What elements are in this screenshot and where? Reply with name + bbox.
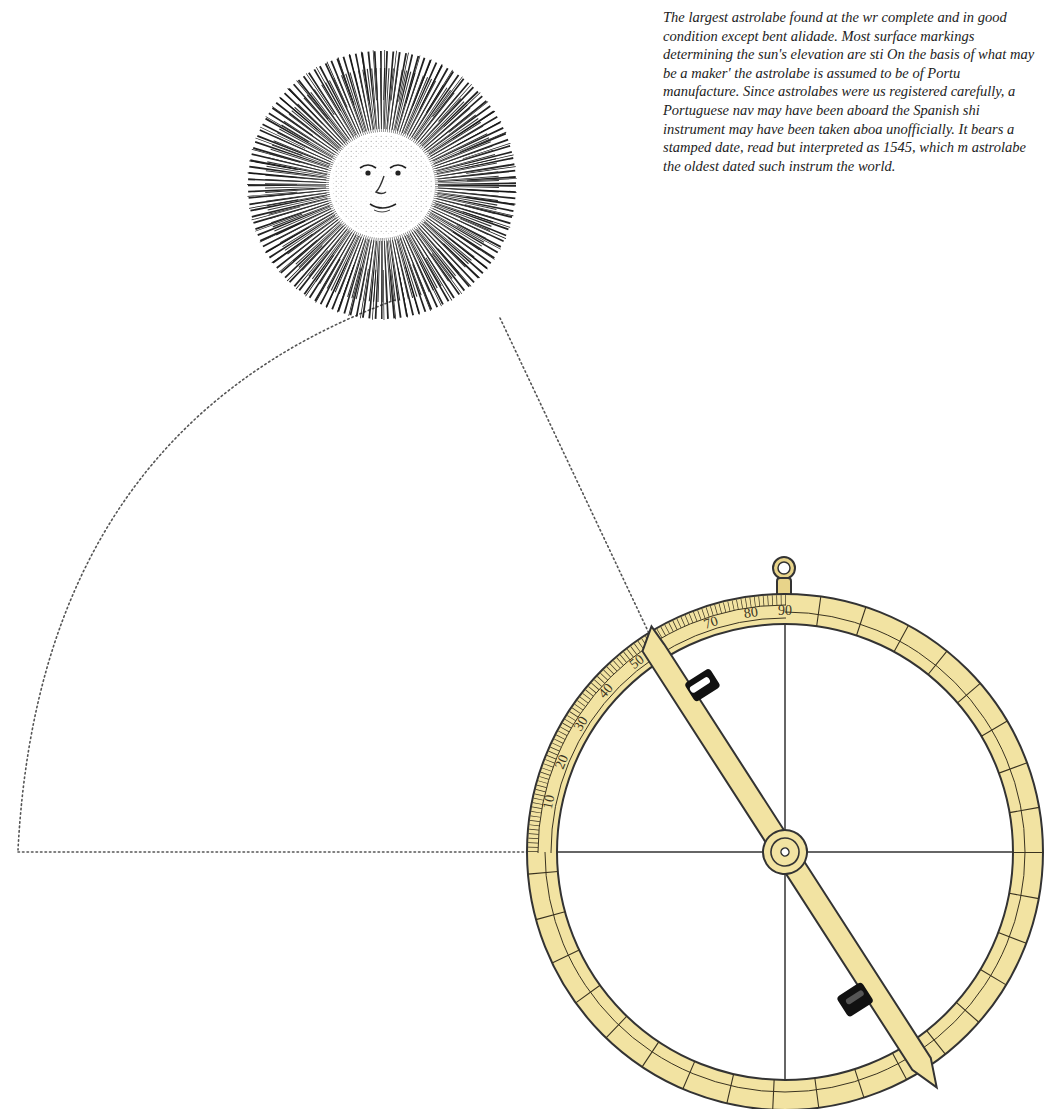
caption-text: The largest astrolabe found at the wr co… [663,8,1038,175]
astrolabe-ring [527,594,1043,1109]
alidade [613,612,967,1107]
sun [272,75,492,295]
degree-number: 80 [744,605,760,621]
degree-number: 90 [778,604,792,618]
suspension-ring [773,557,795,597]
